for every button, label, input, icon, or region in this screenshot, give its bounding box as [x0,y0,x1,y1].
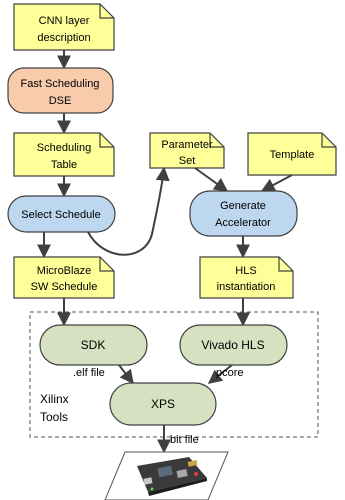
doc-scheduling-table: Scheduling Table [13,132,115,177]
doc-hls-line-1: HLS [235,265,256,277]
doc-microblaze-line-2: SW Schedule [31,281,98,293]
doc-template-line-1: Template [270,149,315,161]
doc-microblaze-sw-schedule: MicroBlaze SW Schedule [13,256,115,299]
edge-paramset-to-generate [194,167,229,192]
edge-label-bit: bit file [170,434,199,446]
edge-select-to-paramset [87,166,170,256]
process-generate-accelerator: Generate Accelerator [189,190,298,237]
fpga-board-icon [104,451,229,500]
edge-vivado-to-xps [207,364,233,384]
tool-vivado-hls: Vivado HLS [179,324,288,366]
doc-hls-line-2: instantiation [217,281,276,293]
edge-template-to-generate [260,174,293,192]
tool-sdk: SDK [39,324,148,366]
dse-line-2: DSE [49,95,72,107]
group-label-line-1: Xilinx [40,392,69,406]
generate-line-1: Generate [220,200,266,212]
group-label-line-2: Tools [40,410,68,424]
doc-microblaze-line-1: MicroBlaze [37,265,91,277]
sdk-label: SDK [81,338,106,352]
doc-parameter-set: Parameter Set [149,132,225,169]
dse-line-1: Fast Scheduling [21,78,100,90]
doc-hls-instantiation: HLS instantiation [199,256,294,299]
doc-cnn-line-2: description [37,32,90,44]
doc-param-line-2: Set [179,155,196,167]
xps-label: XPS [151,397,175,411]
doc-cnn-line-1: CNN layer [39,15,90,27]
edge-label-pcore: pcore [216,367,244,379]
process-select-schedule: Select Schedule [7,195,116,233]
doc-table-line-2: Table [51,159,77,171]
select-schedule-label: Select Schedule [21,209,101,221]
doc-cnn-layer-description: CNN layer description [13,3,115,51]
doc-param-line-1: Parameter [161,139,213,151]
generate-line-2: Accelerator [215,217,271,229]
edge-label-elf: .elf file [73,367,105,379]
vivado-label: Vivado HLS [201,338,264,352]
edge-sdk-to-xps [118,364,134,385]
doc-template: Template [247,132,337,176]
xilinx-tools-group: Xilinx Tools [29,311,319,438]
tool-xps: XPS [109,382,217,426]
process-fast-scheduling-dse: Fast Scheduling DSE [7,67,114,114]
doc-table-line-1: Scheduling [37,142,91,154]
edges [37,50,293,454]
